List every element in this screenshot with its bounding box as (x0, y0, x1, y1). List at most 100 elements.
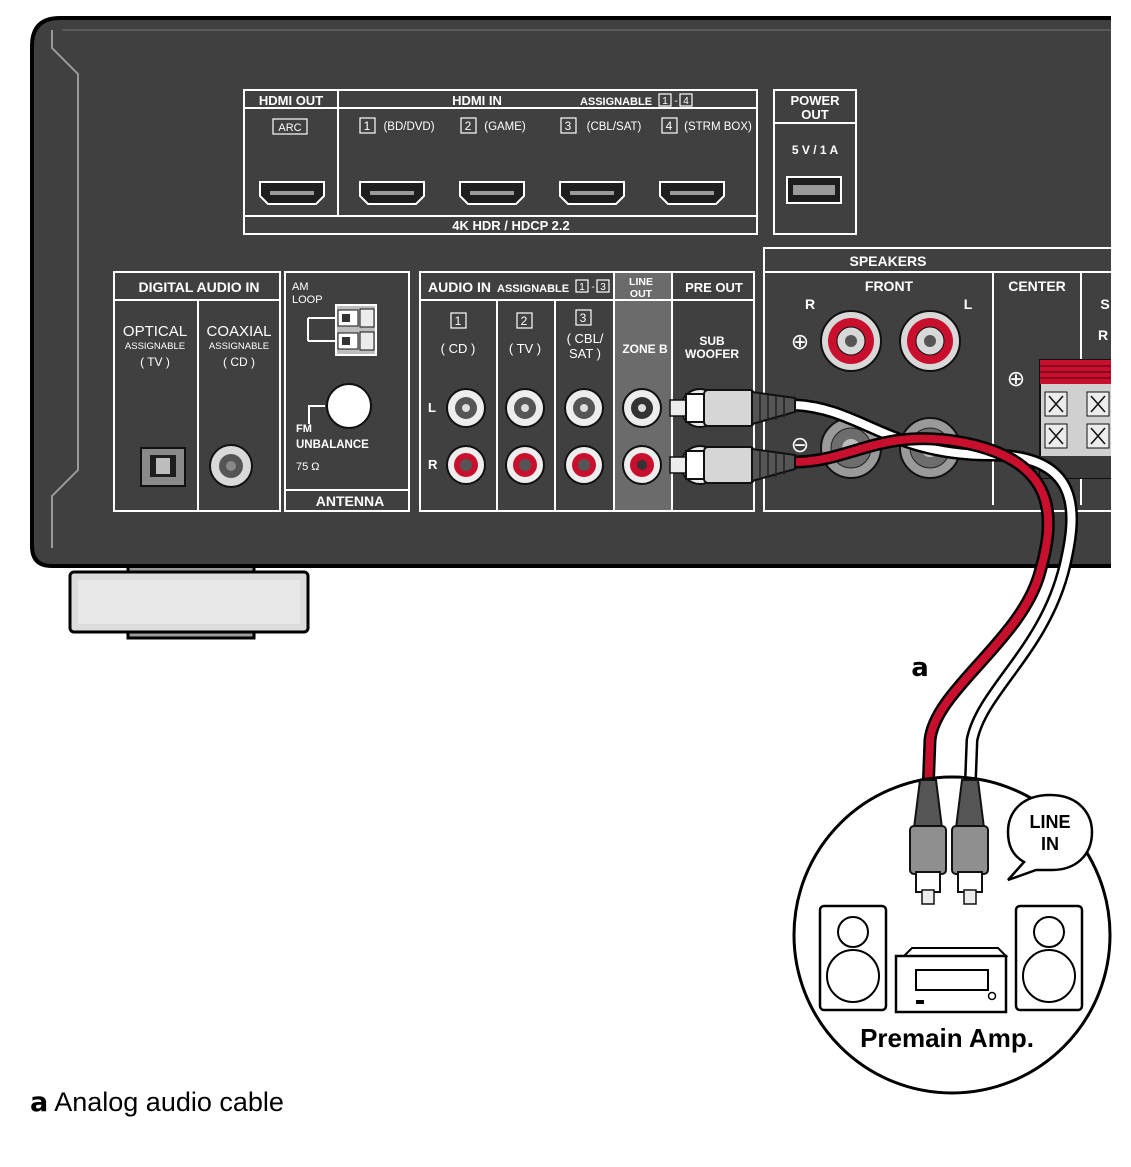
hdmi-in-label: HDMI IN (452, 93, 502, 108)
hdmi-in-2-label: (GAME) (484, 121, 526, 133)
svg-text:2: 2 (521, 314, 528, 328)
audio-in-label: AUDIO IN (428, 279, 491, 295)
left-speaker-icon (818, 904, 888, 1012)
center-speaker-terminal[interactable] (1039, 359, 1120, 479)
front-label: FRONT (865, 278, 914, 294)
rca-plug-red-amp (909, 779, 947, 905)
hdmi-in-1-port[interactable] (359, 181, 425, 205)
svg-text:R: R (805, 296, 815, 312)
coaxial-port[interactable] (209, 444, 253, 488)
power-out-section: POWER OUT 5 V / 1 A (773, 89, 857, 235)
digital-audio-in-section: DIGITAL AUDIO IN OPTICAL ASSIGNABLE ( TV… (113, 271, 281, 512)
arc-label: ARC (278, 122, 301, 134)
speakers-section: SPEAKERS FRONT CENTER R L S R ⊕ ⊖ ⊕ (763, 247, 1120, 512)
speakers-label: SPEAKERS (849, 253, 926, 269)
line-in-label-2: IN (1041, 834, 1059, 854)
audio-in-1-r-jack[interactable] (446, 445, 486, 485)
optical-port[interactable] (140, 447, 186, 487)
svg-text:OUT: OUT (630, 288, 653, 300)
svg-text:OPTICAL: OPTICAL (123, 323, 187, 340)
am-loop-terminal[interactable] (335, 304, 377, 356)
svg-text:ASSIGNABLE: ASSIGNABLE (497, 283, 569, 295)
svg-text:( TV ): ( TV ) (140, 355, 170, 369)
svg-text:( CBL/: ( CBL/ (567, 331, 604, 346)
rca-plug-white-amp (951, 779, 989, 905)
svg-text:LINE: LINE (629, 276, 653, 288)
svg-text:3: 3 (600, 282, 606, 293)
rca-plug-red (669, 446, 796, 484)
plus-icon: ⊕ (791, 329, 809, 354)
audio-in-3-r-jack[interactable] (564, 445, 604, 485)
svg-text:R: R (428, 457, 438, 472)
fm-antenna-jack[interactable] (326, 383, 372, 429)
svg-text:-: - (674, 96, 677, 107)
audio-in-2-l-jack[interactable] (505, 388, 545, 428)
svg-text:AM: AM (292, 281, 309, 293)
center-label: CENTER (1008, 278, 1066, 294)
svg-text:LOOP: LOOP (292, 294, 323, 306)
line-in-label-1: LINE (1029, 812, 1070, 832)
svg-text:UNBALANCE: UNBALANCE (296, 439, 369, 451)
svg-text:S: S (1100, 296, 1109, 312)
zone-b-r-jack[interactable] (622, 445, 662, 485)
range-end: 4 (683, 96, 689, 107)
zone-b-label: ZONE B (622, 342, 668, 356)
audio-in-1-l-jack[interactable] (446, 388, 486, 428)
antenna-section: AM LOOP FM UNBALANCE 75 Ω ANTENNA (284, 271, 410, 512)
power-spec: 5 V / 1 A (792, 143, 839, 157)
svg-text:( TV ): ( TV ) (509, 341, 541, 356)
caption-text: Analog audio cable (54, 1087, 284, 1117)
hdmi-in-4-label: (STRM BOX) (684, 121, 752, 133)
svg-text:WOOFER: WOOFER (685, 347, 739, 361)
audio-in-3-l-jack[interactable] (564, 388, 604, 428)
premain-amp-callout: LINE IN Premain Amp. (792, 775, 1112, 1095)
svg-text:L: L (964, 296, 973, 312)
svg-text:( CD ): ( CD ) (441, 341, 476, 356)
caption-key: a (30, 1087, 49, 1118)
minus-icon: ⊖ (791, 432, 809, 457)
hdr-label: 4K HDR / HDCP 2.2 (452, 218, 570, 233)
audio-in-2-r-jack[interactable] (505, 445, 545, 485)
svg-text:1: 1 (455, 314, 462, 328)
front-r-plus-terminal[interactable] (820, 310, 882, 372)
svg-text:2: 2 (465, 119, 472, 133)
line-in-bubble: LINE IN (1006, 793, 1094, 882)
svg-text:-: - (591, 282, 594, 293)
svg-text:L: L (428, 400, 436, 415)
plus-icon: ⊕ (1007, 366, 1025, 391)
assignable-label: ASSIGNABLE (580, 96, 652, 108)
svg-text:4: 4 (666, 119, 673, 133)
svg-text:POWER: POWER (790, 93, 840, 108)
front-l-plus-terminal[interactable] (899, 310, 961, 372)
svg-text:3: 3 (580, 311, 587, 325)
svg-text:SUB: SUB (699, 334, 725, 348)
svg-text:OUT: OUT (801, 107, 829, 122)
svg-text:1: 1 (579, 282, 585, 293)
analog-audio-cable: a (669, 389, 1079, 793)
svg-text:3: 3 (565, 119, 572, 133)
hdmi-in-3-port[interactable] (559, 181, 625, 205)
svg-text:ASSIGNABLE: ASSIGNABLE (125, 341, 185, 352)
premain-amp-label: Premain Amp. (860, 1023, 1034, 1053)
hdmi-in-3-label: (CBL/SAT) (587, 121, 642, 133)
svg-text:1: 1 (364, 119, 371, 133)
hdmi-section: HDMI OUT HDMI IN ASSIGNABLE 1 - 4 ARC 1 … (243, 89, 758, 235)
range-start: 1 (662, 96, 668, 107)
svg-text:75 Ω: 75 Ω (296, 461, 320, 473)
hdmi-out-port[interactable] (259, 181, 325, 205)
receiver-foot (68, 558, 310, 640)
usb-power-port[interactable] (786, 176, 842, 204)
rca-plug-white (669, 389, 796, 427)
digital-audio-in-label: DIGITAL AUDIO IN (138, 279, 259, 295)
pre-out-label: PRE OUT (685, 280, 743, 295)
hdmi-in-4-port[interactable] (659, 181, 725, 205)
antenna-label: ANTENNA (316, 493, 384, 509)
svg-text:FM: FM (296, 423, 312, 435)
svg-text:COAXIAL: COAXIAL (206, 323, 271, 340)
zone-b-l-jack[interactable] (622, 388, 662, 428)
hdmi-in-2-port[interactable] (459, 181, 525, 205)
right-speaker-icon (1014, 904, 1084, 1012)
svg-text:ASSIGNABLE: ASSIGNABLE (209, 341, 269, 352)
